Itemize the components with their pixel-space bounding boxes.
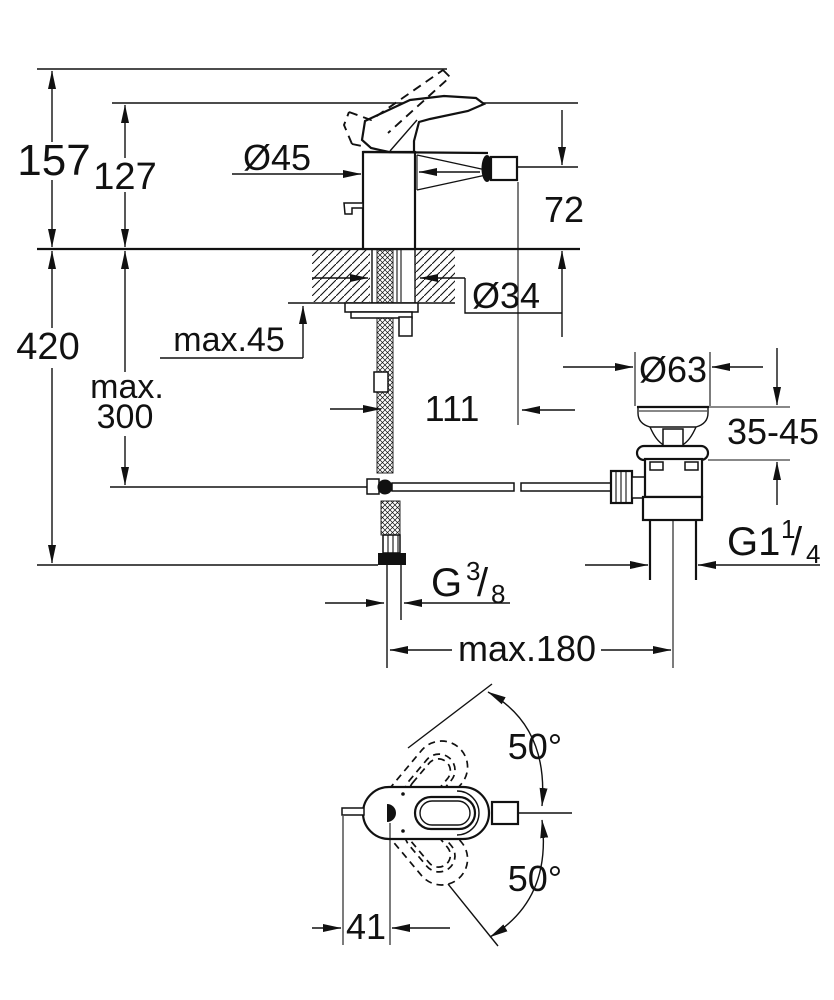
pop-up-rod-hole <box>387 804 396 822</box>
dim-label-max300-line1: max. <box>90 368 164 406</box>
dim-label-127: 127 <box>93 156 156 198</box>
dim-label-g114-sub: 4 <box>806 539 820 569</box>
lever-handle <box>360 94 487 154</box>
faucet-top-view <box>341 729 572 897</box>
spout-top-edge <box>416 154 487 171</box>
pop-up-lever-top <box>341 807 365 816</box>
dim-label-max180: max.180 <box>458 628 596 669</box>
faucet-side-view <box>342 69 519 251</box>
dim-max180: max.180 <box>389 628 672 669</box>
dim-label-g38-slash: / <box>477 561 489 605</box>
dim-35-45: 35-45 <box>708 348 819 505</box>
lever-handle-raised-dashed <box>342 69 452 147</box>
dim-72: 72 <box>518 110 584 337</box>
dim-label-420: 420 <box>16 326 79 368</box>
dim-dia34: Ø34 <box>312 274 562 316</box>
dim-max45: max.45 <box>160 305 307 359</box>
pop-up-rod-linkage <box>366 469 658 505</box>
dim-label-41: 41 <box>346 906 386 947</box>
spout-bottom-edge <box>416 174 487 191</box>
dim-label-g38-sup: 3 <box>466 556 480 586</box>
dim-g3-8: G 3 / 8 <box>325 556 510 609</box>
dim-420: 420 <box>16 250 80 564</box>
hose-collar <box>373 371 389 393</box>
rod-ball-joint <box>377 479 393 495</box>
dim-157: 157 <box>17 70 91 248</box>
dim-label-angle-upper: 50° <box>508 726 562 767</box>
spout-tip <box>481 155 493 182</box>
waste-dome <box>637 408 709 428</box>
hose-fitting <box>398 316 413 337</box>
dim-label-g114-main: G1 <box>727 520 780 564</box>
dim-127: 127 <box>93 104 157 248</box>
dim-41: 41 <box>312 816 450 947</box>
dim-label-72: 72 <box>544 189 584 230</box>
pop-up-rod-lever <box>343 202 364 215</box>
spout-opening-outer <box>413 795 477 831</box>
faucet-body <box>361 150 417 251</box>
dim-label-dia45: Ø45 <box>243 137 311 178</box>
horizontal-rod-right <box>520 482 614 492</box>
dim-max300: max. 300 <box>90 250 164 486</box>
deck-hatch-right <box>415 250 455 302</box>
dim-label-g114-sup: 1 <box>781 514 795 544</box>
rod-clamp <box>366 478 380 495</box>
dim-g1-1-4: G1 1 / 4 <box>585 514 820 569</box>
spout-opening-inner <box>419 800 471 826</box>
dim-dia63: Ø63 <box>563 349 763 406</box>
dim-label-max45: max.45 <box>173 321 285 359</box>
aerator <box>489 155 519 182</box>
dim-label-dia34: Ø34 <box>472 275 540 316</box>
pop-up-waste <box>635 405 710 668</box>
reference-lines <box>37 68 580 566</box>
dim-111: 111 <box>330 182 575 429</box>
dim-dia45: Ø45 <box>232 137 480 178</box>
aerator-top <box>490 800 520 826</box>
dim-angle-lower: 50° <box>447 819 562 947</box>
hose-end-g38 <box>378 500 406 668</box>
dim-angle-upper: 50° <box>407 683 562 807</box>
waste-flange <box>635 444 710 462</box>
supply-hose <box>344 249 419 474</box>
deck-hatch-left <box>312 250 370 302</box>
dim-label-111: 111 <box>425 388 480 429</box>
dim-label-dia63: Ø63 <box>639 349 707 390</box>
dim-label-157: 157 <box>17 136 90 185</box>
mounting-nut <box>344 302 419 313</box>
dim-label-max300-line2: 300 <box>97 398 154 436</box>
dim-label-angle-lower: 50° <box>508 858 562 899</box>
dim-label-g38-main: G <box>431 561 462 605</box>
dim-label-g114-slash: / <box>791 520 803 564</box>
dim-label-35-45: 35-45 <box>727 411 819 452</box>
g38-union-nut <box>378 553 406 565</box>
dim-label-g38-sub: 8 <box>491 579 505 609</box>
horizontal-rod-left <box>391 482 515 492</box>
